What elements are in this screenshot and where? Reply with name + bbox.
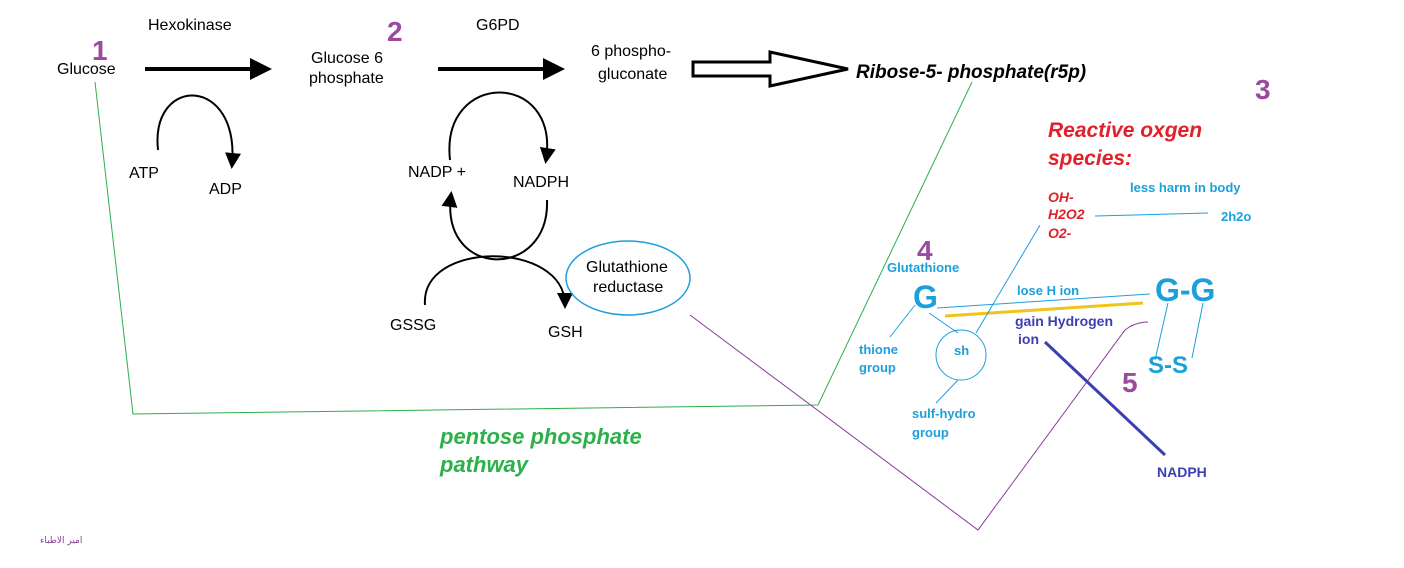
step-3: 3 <box>1255 74 1271 105</box>
nadph-label: NADPH <box>513 174 569 191</box>
g6p-label-1: Glucose 6 <box>311 50 383 67</box>
gain-h-label-2: ion <box>1018 331 1039 347</box>
arrowhead <box>543 58 565 80</box>
o2-label: O2- <box>1048 225 1072 241</box>
atp-label: ATP <box>129 165 159 182</box>
sulf-label-1: sulf-hydro <box>912 406 976 421</box>
thione-label-2: group <box>859 360 896 375</box>
h2o2-label: H2O2 <box>1048 206 1085 222</box>
pg-label-2: gluconate <box>598 66 667 83</box>
gssg-label: GSSG <box>390 317 436 334</box>
ros-label-1: Reactive oxgen <box>1048 119 1202 142</box>
nadph-nadp-arc <box>441 191 549 261</box>
lose-h-line <box>936 293 1151 309</box>
glutathione-label: Glutathione <box>887 260 959 275</box>
h2o-label: 2h2o <box>1221 209 1251 224</box>
gg-letters: G-G <box>1155 272 1215 308</box>
sh-circle <box>935 329 987 381</box>
glucose-label: Glucose <box>57 61 116 78</box>
ss-label: S-S <box>1148 352 1188 379</box>
connector-lines <box>889 224 1204 404</box>
less-harm-label: less harm in body <box>1130 180 1241 195</box>
gain-h-label-1: gain Hydrogen <box>1015 313 1113 329</box>
nadp-label: NADP + <box>408 164 466 181</box>
ros-label-2: species: <box>1048 147 1132 170</box>
hollow-arrow <box>691 50 849 88</box>
ppp-label-2: pathway <box>439 452 530 477</box>
step-1: 1 <box>92 35 108 66</box>
sh-label: sh <box>954 343 969 358</box>
gsh-label: GSH <box>548 324 583 341</box>
gr-label-2: reductase <box>593 279 663 296</box>
sulf-label-2: group <box>912 425 949 440</box>
pathway-line <box>94 81 973 415</box>
arrowhead <box>250 58 272 80</box>
step-2: 2 <box>387 16 403 47</box>
g-letter: G <box>913 279 938 315</box>
nadph-right-label: NADPH <box>1157 464 1207 480</box>
g6pd-label: G6PD <box>476 17 520 34</box>
nadph-line <box>1043 340 1167 457</box>
gain-h-line <box>944 301 1144 318</box>
step-4: 4 <box>917 235 933 266</box>
r5p-label: Ribose-5- phosphate(r5p) <box>856 62 1086 83</box>
lose-h-label: lose H ion <box>1017 283 1079 298</box>
gr-label-1: Glutathione <box>586 259 668 276</box>
nadp-nadph-arc <box>448 91 556 164</box>
hexokinase-label: Hexokinase <box>148 17 232 34</box>
adp-label: ADP <box>209 181 242 198</box>
thione-label-1: thione <box>859 342 898 357</box>
atp-adp-arc <box>156 94 242 169</box>
watermark: امير الاطباء <box>40 536 82 546</box>
step-5: 5 <box>1122 367 1138 398</box>
h2o2-to-water-line <box>1094 212 1209 217</box>
pg-label-1: 6 phospho- <box>591 43 671 60</box>
ppp-label-1: pentose phosphate <box>439 424 642 449</box>
oh-label: OH- <box>1048 189 1074 205</box>
g6p-label-2: phosphate <box>309 70 384 87</box>
gssg-gsh-arc <box>423 255 573 309</box>
glutathione-reductase-ellipse <box>565 240 691 316</box>
reductase-link-line <box>689 314 1149 531</box>
